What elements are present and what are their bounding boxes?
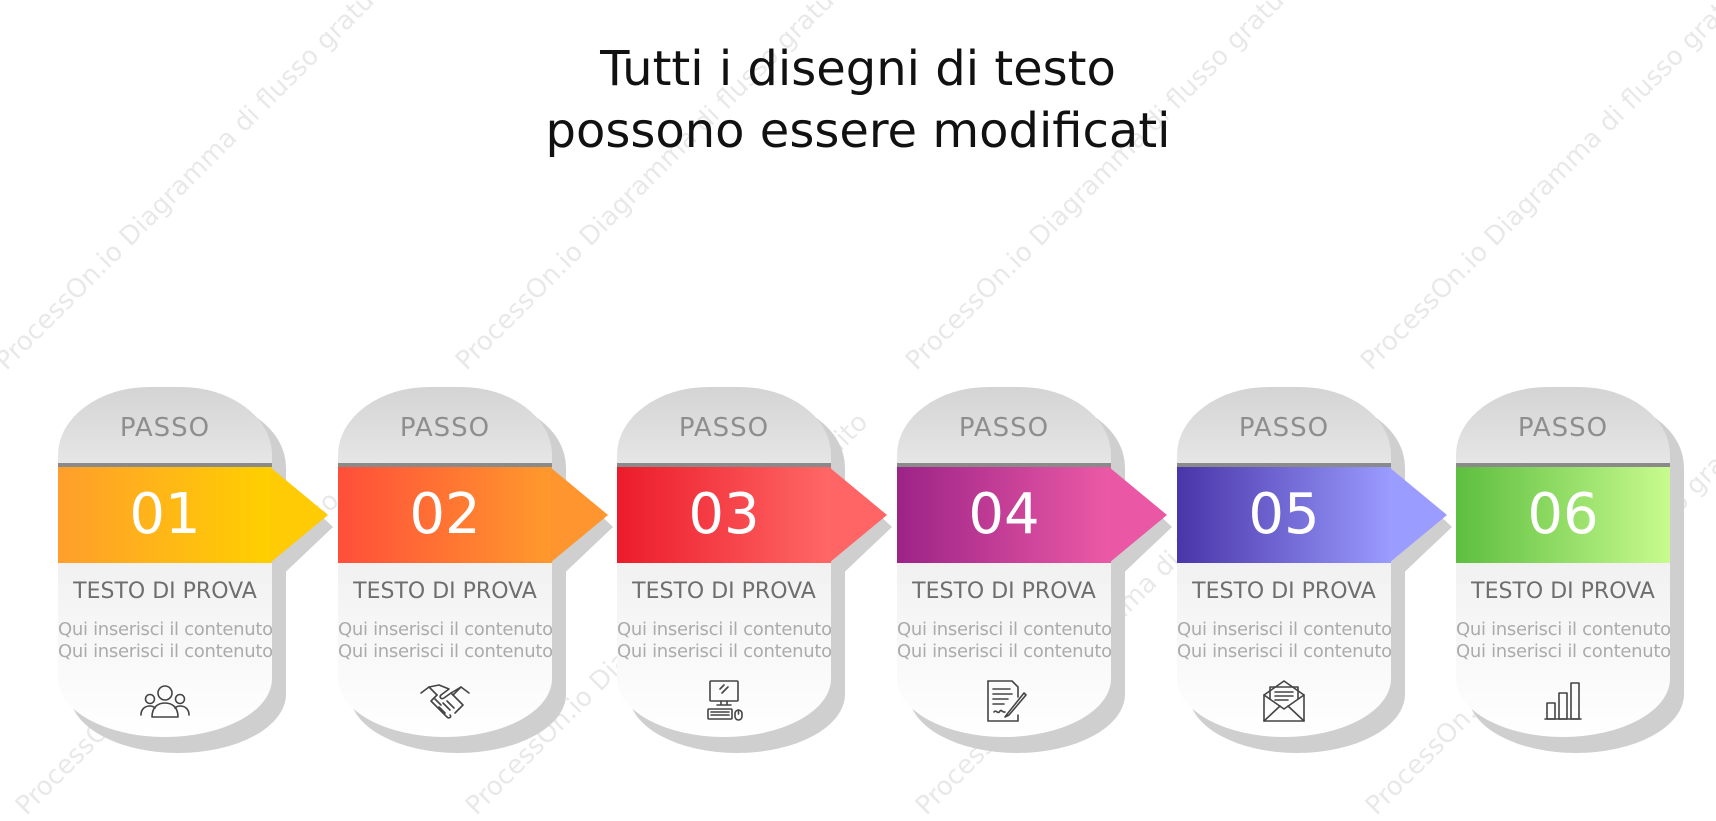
document-pen-icon	[978, 679, 1030, 723]
band-divider	[338, 463, 552, 467]
step-heading: PASSO	[958, 413, 1050, 443]
step-number: 01	[129, 482, 201, 547]
step-card-01: PASSO 01 TESTO DI PROVA Qui inserisci il…	[58, 387, 333, 753]
band-divider	[58, 463, 272, 467]
description-line-1: Qui inserisci il contenuto	[617, 619, 831, 640]
description-line-2: Qui inserisci il contenuto	[617, 641, 831, 662]
people-icon	[139, 679, 191, 723]
number-band	[1177, 467, 1391, 563]
page-title: Tutti i disegni di testo possono essere …	[0, 38, 1716, 162]
description-line-2: Qui inserisci il contenuto	[897, 641, 1111, 662]
card-body: PASSO 02 TESTO DI PROVA Qui inserisci il…	[338, 387, 552, 737]
title-line-2: possono essere modificati	[545, 103, 1171, 159]
number-band	[338, 467, 552, 563]
number-band	[1456, 467, 1670, 563]
step-label: TESTO DI PROVA	[73, 579, 257, 604]
step-number: 05	[1248, 482, 1320, 547]
band-divider	[897, 463, 1111, 467]
step-label: TESTO DI PROVA	[632, 579, 816, 604]
description-line-1: Qui inserisci il contenuto	[1177, 619, 1391, 640]
step-card-03: PASSO 03 TESTO DI PROVA Qui inserisci il…	[617, 387, 892, 753]
step-description: Qui inserisci il contenuto Qui inserisci…	[58, 619, 272, 663]
step-heading: PASSO	[119, 413, 211, 443]
computer-icon	[698, 679, 750, 723]
card-body: PASSO 04 TESTO DI PROVA Qui inserisci il…	[897, 387, 1111, 737]
step-description: Qui inserisci il contenuto Qui inserisci…	[338, 619, 552, 663]
step-heading: PASSO	[399, 413, 491, 443]
band-divider	[1177, 463, 1391, 467]
band-divider	[617, 463, 831, 467]
step-number: 06	[1527, 482, 1599, 547]
description-line-1: Qui inserisci il contenuto	[1456, 619, 1670, 640]
process-steps: PASSO 01 TESTO DI PROVA Qui inserisci il…	[58, 387, 1716, 753]
step-label: TESTO DI PROVA	[1471, 579, 1655, 604]
description-line-1: Qui inserisci il contenuto	[338, 619, 552, 640]
step-card-05: PASSO 05 TESTO DI PROVA Qui inserisci il…	[1177, 387, 1452, 753]
step-label: TESTO DI PROVA	[1192, 579, 1376, 604]
handshake-icon	[419, 679, 471, 723]
step-description: Qui inserisci il contenuto Qui inserisci…	[617, 619, 831, 663]
card-body: PASSO 03 TESTO DI PROVA Qui inserisci il…	[617, 387, 831, 737]
number-band	[58, 467, 272, 563]
title-line-1: Tutti i disegni di testo	[600, 41, 1116, 97]
description-line-1: Qui inserisci il contenuto	[897, 619, 1111, 640]
step-label: TESTO DI PROVA	[353, 579, 537, 604]
description-line-1: Qui inserisci il contenuto	[58, 619, 272, 640]
card-body: PASSO 01 TESTO DI PROVA Qui inserisci il…	[58, 387, 272, 737]
step-description: Qui inserisci il contenuto Qui inserisci…	[897, 619, 1111, 663]
step-description: Qui inserisci il contenuto Qui inserisci…	[1177, 619, 1391, 663]
step-label: TESTO DI PROVA	[912, 579, 1096, 604]
description-line-2: Qui inserisci il contenuto	[338, 641, 552, 662]
step-card-02: PASSO 02 TESTO DI PROVA Qui inserisci il…	[338, 387, 613, 753]
step-heading: PASSO	[1238, 413, 1330, 443]
number-band	[897, 467, 1111, 563]
step-heading: PASSO	[1517, 413, 1609, 443]
number-band	[617, 467, 831, 563]
step-card-06: PASSO 06 TESTO DI PROVA Qui inserisci il…	[1456, 387, 1716, 753]
step-number: 03	[688, 482, 760, 547]
description-line-2: Qui inserisci il contenuto	[1456, 641, 1670, 662]
step-card-04: PASSO 04 TESTO DI PROVA Qui inserisci il…	[897, 387, 1172, 753]
step-number: 02	[409, 482, 481, 547]
description-line-2: Qui inserisci il contenuto	[58, 641, 272, 662]
card-body: PASSO 05 TESTO DI PROVA Qui inserisci il…	[1177, 387, 1391, 737]
description-line-2: Qui inserisci il contenuto	[1177, 641, 1391, 662]
step-description: Qui inserisci il contenuto Qui inserisci…	[1456, 619, 1670, 663]
bar-chart-icon	[1537, 679, 1589, 723]
card-body: PASSO 06 TESTO DI PROVA Qui inserisci il…	[1456, 387, 1670, 737]
band-divider	[1456, 463, 1670, 467]
step-number: 04	[968, 482, 1040, 547]
step-heading: PASSO	[678, 413, 770, 443]
mail-icon	[1258, 679, 1310, 723]
